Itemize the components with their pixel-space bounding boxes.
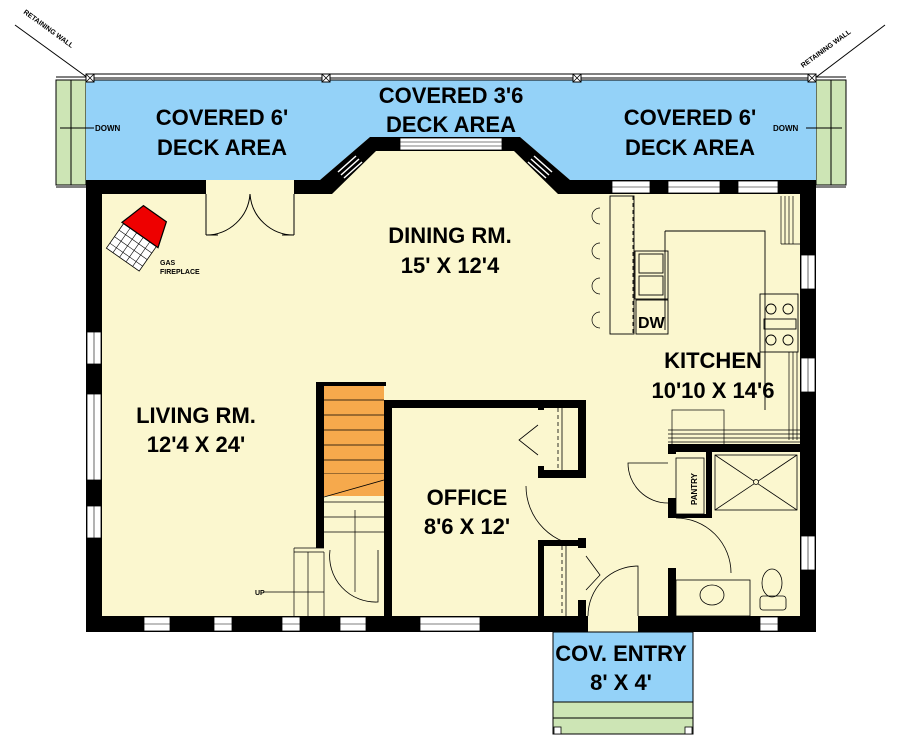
staircase: UP	[255, 382, 392, 616]
kitchen-fixtures	[591, 195, 800, 451]
down-label-right: DOWN	[773, 124, 799, 133]
office-size: 8'6 X 12'	[424, 514, 510, 539]
office-walls	[386, 400, 586, 616]
retaining-wall-label: RETAINING WALL	[22, 9, 75, 50]
gas-fireplace: GAS FIREPLACE	[105, 204, 200, 276]
dishwasher-label: DW	[638, 315, 666, 332]
french-doors	[205, 180, 295, 236]
living-room-size: 12'4 X 24'	[147, 432, 246, 457]
deck-left-sublabel: DECK AREA	[157, 135, 287, 160]
covered-entry	[552, 616, 694, 735]
house-floor	[86, 137, 816, 632]
pantry-bath	[587, 454, 798, 617]
up-label: UP	[255, 590, 265, 597]
covered-deck: DOWN DOWN	[55, 73, 847, 188]
kitchen-walls	[668, 444, 800, 616]
retaining-wall-right: RETAINING WALL	[800, 24, 886, 79]
living-room-label: LIVING RM.	[136, 403, 256, 428]
dining-room-size: 15' X 12'4	[401, 253, 500, 278]
deck-center-label: COVERED 3'6	[379, 83, 524, 108]
dining-room-label: DINING RM.	[388, 223, 511, 248]
office-closets	[518, 408, 601, 616]
deck-right-label: COVERED 6'	[624, 105, 756, 130]
down-label-left: DOWN	[95, 124, 121, 133]
fireplace-label: FIREPLACE	[160, 269, 200, 276]
deck-left-label: COVERED 6'	[156, 105, 288, 130]
kitchen-size: 10'10 X 14'6	[651, 378, 774, 403]
deck-center-sublabel: DECK AREA	[386, 112, 516, 137]
window-glazing	[93, 141, 809, 625]
fireplace-label: GAS	[160, 260, 176, 267]
pantry-label: PANTRY	[690, 472, 699, 505]
retaining-wall-left: RETAINING WALL	[14, 9, 89, 79]
entry-label: COV. ENTRY	[555, 641, 687, 666]
bay-side-windows	[337, 155, 553, 179]
deck-right-sublabel: DECK AREA	[625, 135, 755, 160]
room-labels: COVERED 6' DECK AREA COVERED 3'6 DECK AR…	[136, 83, 774, 695]
entry-size: 8' X 4'	[590, 670, 652, 695]
kitchen-label: KITCHEN	[664, 348, 762, 373]
office-label: OFFICE	[427, 485, 508, 510]
retaining-wall-label: RETAINING WALL	[800, 28, 853, 69]
